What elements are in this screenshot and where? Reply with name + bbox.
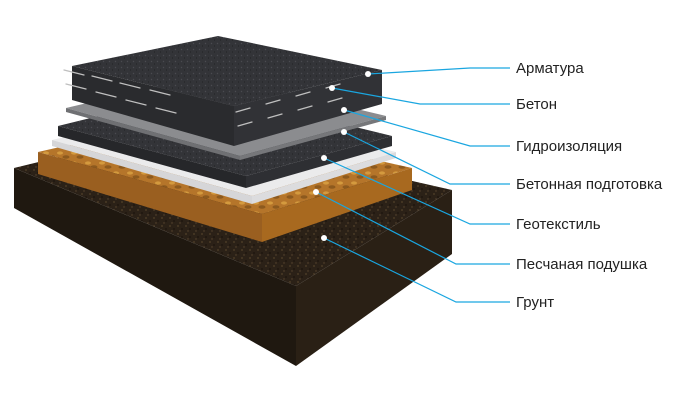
dot-sand-cushion bbox=[313, 189, 319, 195]
label-waterproofing: Гидроизоляция bbox=[516, 138, 622, 155]
pointer-dots bbox=[313, 71, 371, 241]
leader-line-rebar bbox=[367, 67, 510, 75]
leader-line-geotextile bbox=[323, 157, 510, 225]
leader-line-ground bbox=[323, 237, 510, 303]
dot-concrete bbox=[329, 85, 335, 91]
leader-line-sand-cushion bbox=[315, 191, 510, 265]
label-sand-cushion: Песчаная подушка bbox=[516, 256, 648, 273]
label-geotextile: Геотекстиль bbox=[516, 216, 601, 233]
label-rebar: Арматура bbox=[516, 60, 584, 77]
dot-waterproofing bbox=[341, 107, 347, 113]
leader-line-waterproofing bbox=[343, 109, 510, 147]
label-concrete: Бетон bbox=[516, 96, 557, 113]
dot-ground bbox=[321, 235, 327, 241]
dot-rebar bbox=[365, 71, 371, 77]
label-concrete-prep: Бетонная подготовка bbox=[516, 176, 663, 193]
layer-labels: Арматура Бетон Гидроизоляция Бетонная по… bbox=[516, 60, 663, 311]
dot-concrete-prep bbox=[341, 129, 347, 135]
leader-line-concrete-prep bbox=[343, 131, 510, 185]
dot-geotextile bbox=[321, 155, 327, 161]
label-ground: Грунт bbox=[516, 294, 554, 311]
leader-line-concrete bbox=[331, 87, 510, 105]
layer-rebar bbox=[63, 69, 343, 127]
leader-lines bbox=[315, 67, 510, 303]
layer-concrete bbox=[72, 36, 382, 146]
